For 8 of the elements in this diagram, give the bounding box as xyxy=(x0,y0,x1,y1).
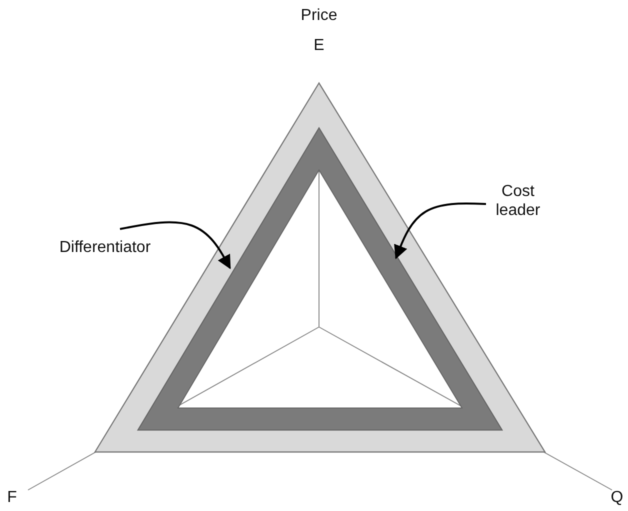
callout-label: Cost leader xyxy=(478,182,558,220)
axis-label: Q xyxy=(610,488,624,507)
axis-label: F xyxy=(6,488,18,507)
leader-arrow xyxy=(394,202,486,260)
axis-title: Price xyxy=(300,6,338,25)
callout-label: Differentiator xyxy=(30,238,180,257)
axis-label: E xyxy=(312,36,326,55)
leader-arrow xyxy=(120,221,231,270)
